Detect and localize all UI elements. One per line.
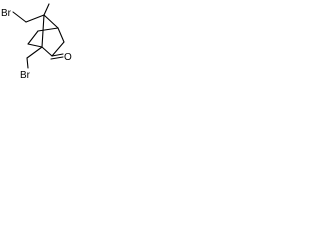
bond-c1-ch2-bottom <box>26 46 43 59</box>
bond-ch2-br-top <box>12 11 27 23</box>
bond-c2-o-b <box>50 56 64 60</box>
bond-c7-c4 <box>43 14 59 29</box>
bond-c4-c3 <box>57 27 65 43</box>
bond-c5-c6 <box>27 30 39 45</box>
bond-c3-c2 <box>51 41 65 57</box>
bond-c4-c5 <box>37 27 59 32</box>
bond-ch2-br-bottom <box>26 57 29 69</box>
bond-c2-c1 <box>41 46 53 57</box>
bond-c6-c1 <box>27 43 43 48</box>
bond-c7-c1 <box>41 14 45 48</box>
atom-label-br-bottom: Br <box>20 70 31 81</box>
bond-c2-o-a <box>51 53 64 57</box>
atom-label-oxygen: O <box>64 52 72 63</box>
bond-c7-ch2-top <box>25 14 45 23</box>
atom-label-br-top: Br <box>1 8 12 19</box>
bond-c7-methyl <box>43 3 50 16</box>
structure-diagram: Br Br O <box>1 3 72 81</box>
